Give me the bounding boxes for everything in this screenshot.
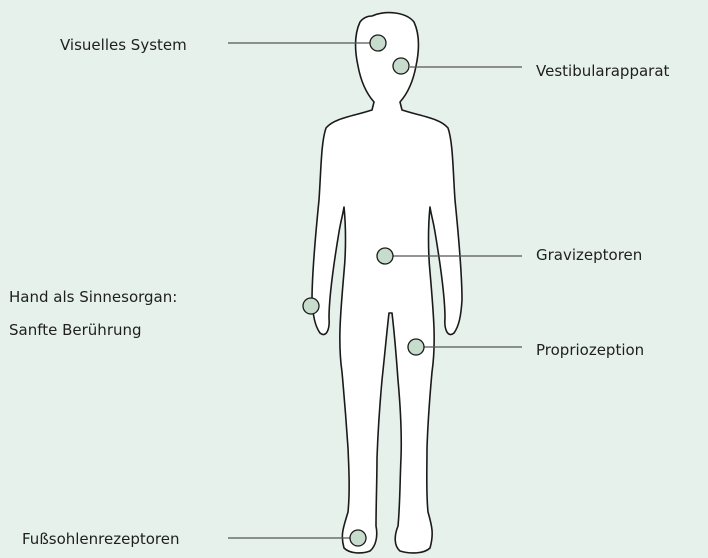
marker-graviceptors [377, 248, 393, 264]
human-body-silhouette [312, 13, 462, 553]
label-vestibular: Vestibularapparat [536, 62, 669, 80]
marker-visual [370, 35, 386, 51]
label-hand-line1: Hand als Sinnesorgan: [9, 288, 177, 306]
label-graviceptors: Gravizeptoren [536, 246, 642, 264]
marker-foot [350, 530, 366, 546]
label-hand-line2: Sanfte Berührung [9, 321, 142, 339]
marker-vestibular [393, 58, 409, 74]
body-outline [312, 13, 462, 553]
marker-hand [303, 298, 319, 314]
marker-proprioception [408, 339, 424, 355]
label-proprioception: Propriozeption [536, 341, 644, 359]
label-visual-system: Visuelles System [60, 36, 187, 54]
label-foot-receptors: Fußsohlenrezeptoren [22, 530, 180, 548]
